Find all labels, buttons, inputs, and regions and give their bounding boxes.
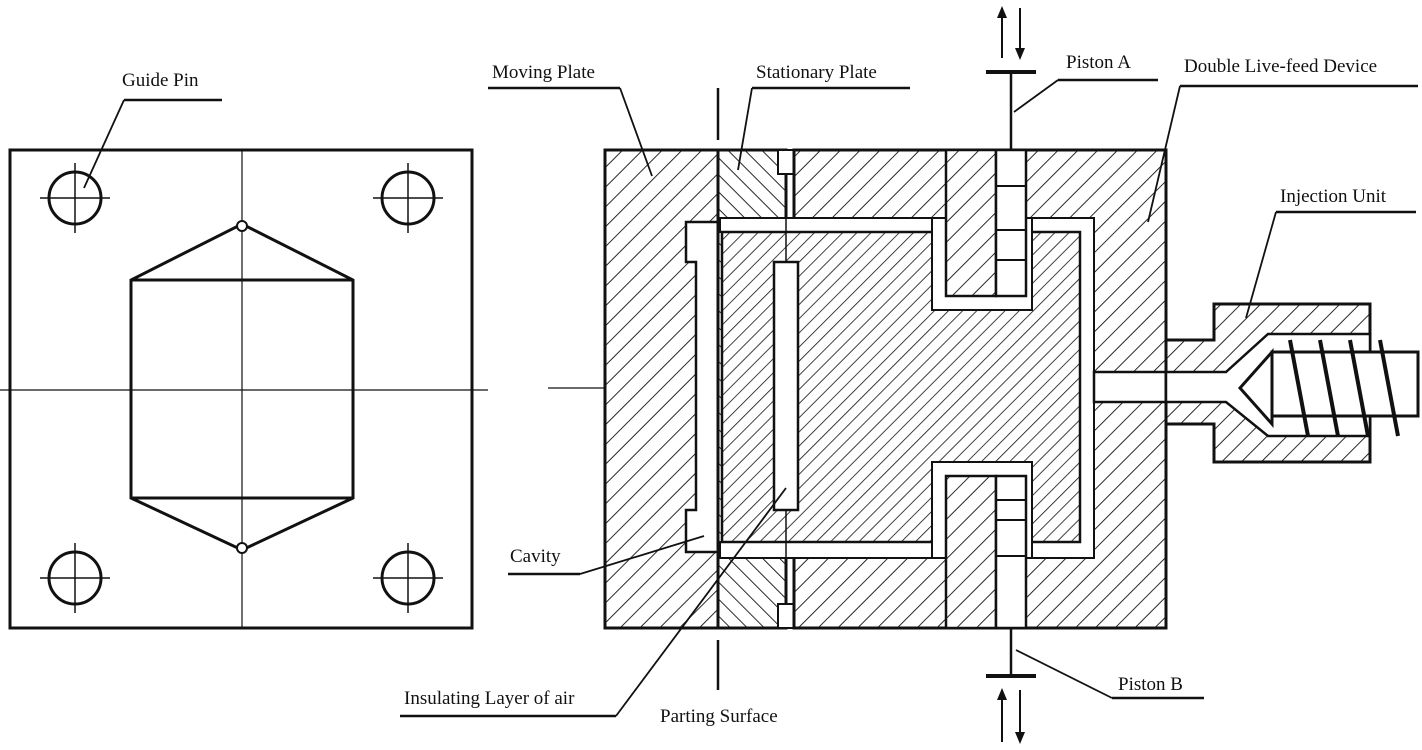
insulating-layer-label: Insulating Layer of air (404, 688, 575, 709)
stationary-notch-bottom (777, 603, 795, 629)
guide-pin-bottom-right (373, 543, 443, 613)
mold-section-view: Moving Plate Stationary Plate Piston A D… (400, 6, 1420, 744)
cavity-label: Cavity (510, 546, 561, 567)
insulating-layer-leader (615, 487, 787, 717)
piston-b-rod (986, 628, 1036, 744)
cavity-recess (684, 220, 720, 554)
injection-unit (1164, 302, 1420, 464)
mold-plate-outline (8, 148, 474, 630)
double-live-feed-label: Double Live-feed Device (1184, 56, 1377, 77)
piston-a-chamber (944, 148, 998, 298)
gate-point-bottom (236, 542, 248, 554)
piston-b-slot (994, 474, 1028, 630)
injection-unit-label: Injection Unit (1280, 186, 1387, 207)
gate-point-top (236, 220, 248, 232)
piston-b-leader (1015, 649, 1113, 699)
piston-b-chamber (944, 474, 998, 630)
sprue (1092, 370, 1168, 404)
moving-plate-leader (619, 87, 653, 177)
parting-surface-label: Parting Surface (660, 706, 778, 727)
stationary-plate-leader (737, 87, 753, 171)
guide-pin-top-right (373, 163, 443, 233)
piston-a-label: Piston A (1066, 52, 1131, 73)
screw-flights (1288, 339, 1400, 437)
piston-a-slot (994, 148, 1028, 298)
piston-a-rod (986, 6, 1036, 150)
moving-plate (603, 148, 720, 630)
insulating-air-layer (772, 260, 800, 512)
mold-top-view: Guide Pin (0, 70, 488, 630)
guide-pin-leader (83, 99, 125, 189)
guide-pin-bottom-left (40, 543, 110, 613)
stationary-notch-top (777, 149, 795, 175)
moving-plate-label: Moving Plate (492, 62, 595, 83)
piston-b-label: Piston B (1118, 674, 1183, 695)
injection-unit-leader (1245, 211, 1277, 319)
cavity-leader (579, 535, 705, 575)
piston-a-leader (1013, 79, 1059, 113)
guide-pin-label: Guide Pin (122, 70, 199, 91)
guide-pin-top-left (40, 163, 110, 233)
stationary-plate-label: Stationary Plate (756, 62, 877, 83)
double-live-feed-leader (1147, 85, 1181, 223)
